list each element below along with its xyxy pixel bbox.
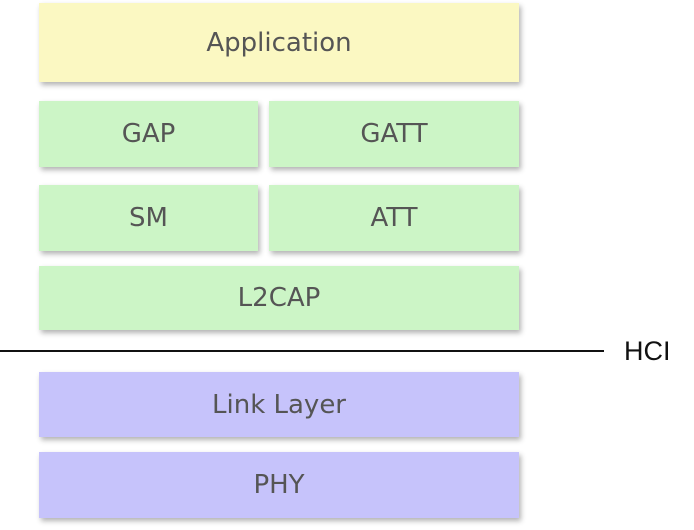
application-layer-label: Application (206, 27, 352, 58)
sm-layer-box: SM (39, 185, 258, 251)
gatt-layer-box: GATT (269, 101, 519, 167)
gap-layer-label: GAP (121, 119, 176, 149)
gatt-layer-label: GATT (360, 119, 428, 149)
att-layer-label: ATT (370, 203, 418, 233)
l2cap-layer-box: L2CAP (39, 266, 519, 330)
hci-divider-line (0, 350, 604, 352)
phy-layer-label: PHY (253, 470, 305, 500)
phy-layer-box: PHY (39, 452, 519, 518)
att-layer-box: ATT (269, 185, 519, 251)
sm-layer-label: SM (129, 203, 168, 233)
l2cap-layer-label: L2CAP (237, 283, 321, 313)
hci-label: HCI (624, 336, 671, 366)
link-layer-label: Link Layer (212, 389, 346, 420)
gap-layer-box: GAP (39, 101, 258, 167)
link-layer-box: Link Layer (39, 372, 519, 437)
application-layer-box: Application (39, 3, 519, 82)
